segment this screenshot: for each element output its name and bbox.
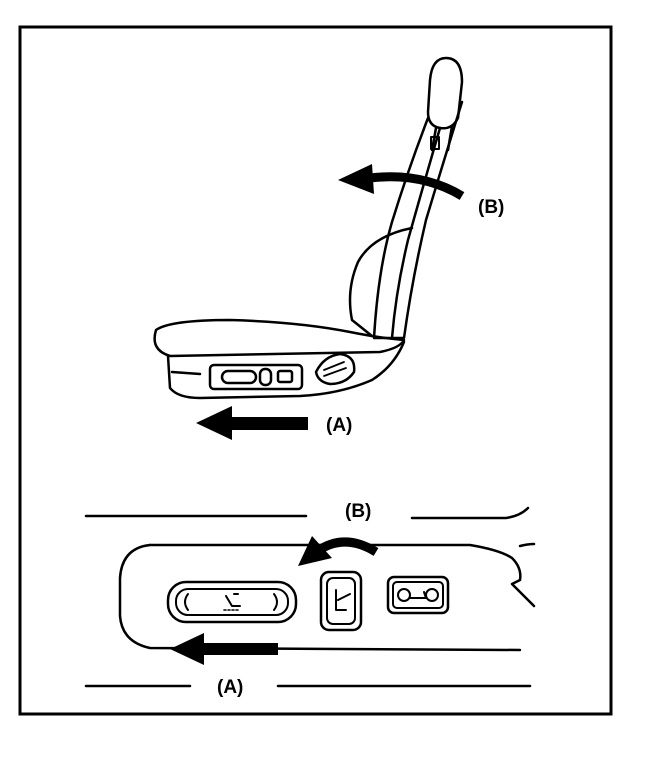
seat-position-switch	[166, 580, 298, 624]
seat-cushion	[153, 318, 406, 358]
backrest-bolster	[348, 226, 414, 338]
upper-trim-right	[410, 506, 530, 520]
seat-label-b: (B)	[478, 197, 504, 218]
seat-slide-arrow	[196, 406, 308, 440]
panel-label-a: (A)	[217, 677, 243, 698]
seat-lumbar-switch	[276, 369, 294, 384]
seat-illustration	[153, 56, 464, 400]
seat-switch-housing	[208, 363, 304, 391]
panel-slide-arrow	[170, 633, 278, 665]
switch-panel	[84, 506, 536, 688]
panel-outline	[148, 542, 536, 608]
recline-switch	[319, 570, 363, 632]
seat-label-a: (A)	[326, 415, 352, 436]
diagram-border	[18, 25, 613, 716]
seat-backrest	[372, 100, 464, 340]
panel-recline-arrow	[298, 536, 379, 566]
seat-side-panel	[166, 340, 406, 400]
seat-underside	[170, 370, 202, 376]
seat-recline-arrow	[338, 164, 465, 200]
seat-backrest-knob	[258, 367, 273, 387]
seat-slide-switch	[220, 369, 258, 385]
seat-recline-knob	[314, 352, 356, 386]
lumbar-switch	[386, 575, 450, 615]
panel-label-b: (B)	[345, 501, 371, 522]
backrest-seam	[390, 126, 442, 340]
